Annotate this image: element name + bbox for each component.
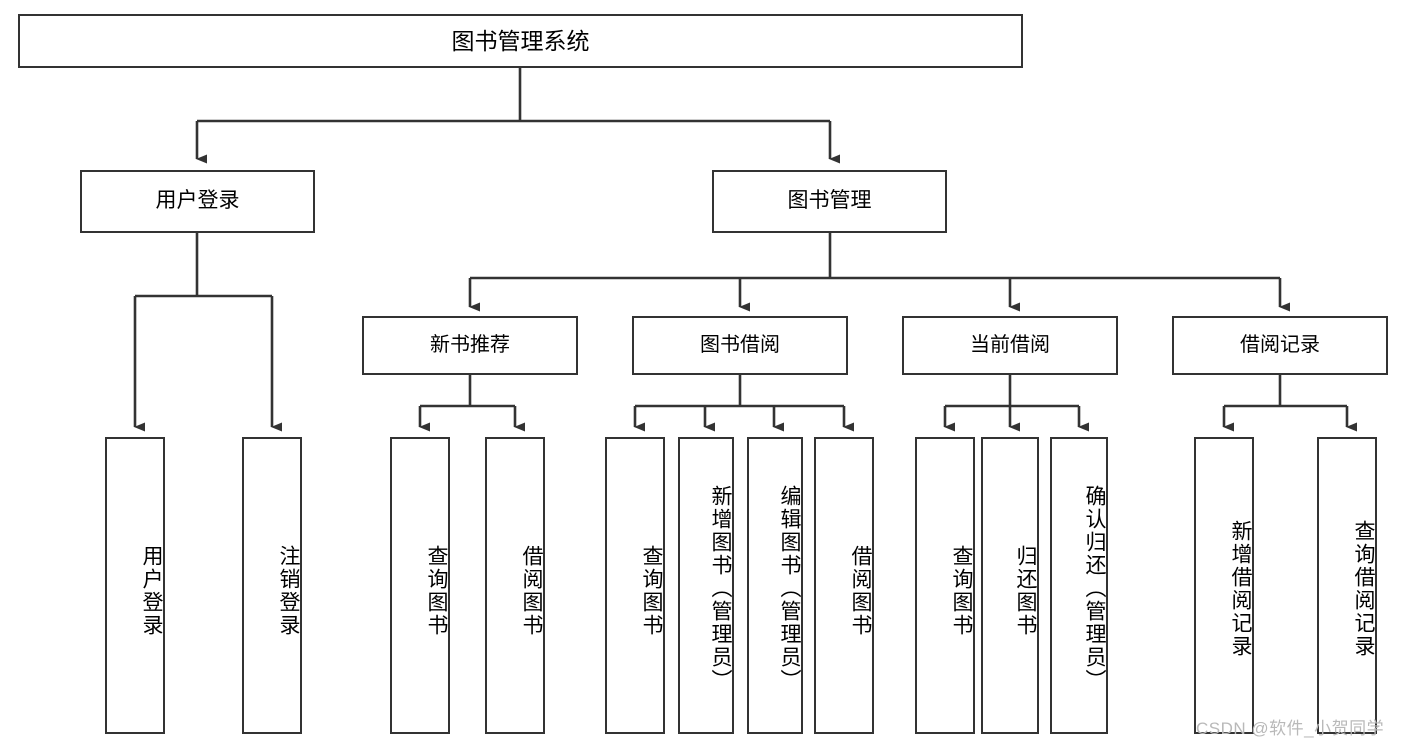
csdn-watermark: CSDN @软件_小贺同学 <box>1196 719 1385 738</box>
node-user-login[interactable]: 用户登录 <box>80 170 315 233</box>
node-book-borrow[interactable]: 图书借阅 <box>632 316 848 375</box>
node-root-book-management-system[interactable]: 图书管理系统 <box>18 14 1023 68</box>
node-label: 用户登录 <box>140 544 163 637</box>
leaf-borrow-book-recommend[interactable]: 借阅图书 <box>485 437 545 734</box>
leaf-user-login[interactable]: 用户登录 <box>105 437 165 734</box>
leaf-confirm-return-admin[interactable]: 确认归还（管理员） <box>1050 437 1108 734</box>
node-label: 查询借阅记录 <box>1352 519 1375 658</box>
node-label: 查询图书 <box>425 544 448 637</box>
leaf-edit-book-admin[interactable]: 编辑图书（管理员） <box>747 437 803 734</box>
leaf-logout[interactable]: 注销登录 <box>242 437 302 734</box>
node-label: 借阅图书 <box>520 544 543 637</box>
node-label: 图书借阅 <box>700 334 780 356</box>
node-label: 编辑图书（管理员） <box>778 485 801 692</box>
node-new-book-recommend[interactable]: 新书推荐 <box>362 316 578 375</box>
node-label: 确认归还（管理员） <box>1083 485 1106 692</box>
node-label: 归还图书 <box>1014 544 1037 637</box>
node-label: 新书推荐 <box>430 334 510 356</box>
node-label: 新增图书（管理员） <box>709 485 732 692</box>
node-label: 新增借阅记录 <box>1229 519 1252 658</box>
node-label: 注销登录 <box>277 544 300 637</box>
leaf-query-book-borrow[interactable]: 查询图书 <box>605 437 665 734</box>
node-label: 借阅图书 <box>849 544 872 637</box>
leaf-add-book-admin[interactable]: 新增图书（管理员） <box>678 437 734 734</box>
node-borrow-record[interactable]: 借阅记录 <box>1172 316 1388 375</box>
node-label: 借阅记录 <box>1240 334 1320 356</box>
leaf-query-book-recommend[interactable]: 查询图书 <box>390 437 450 734</box>
leaf-add-borrow-record[interactable]: 新增借阅记录 <box>1194 437 1254 734</box>
node-current-borrow[interactable]: 当前借阅 <box>902 316 1118 375</box>
node-label: 当前借阅 <box>970 334 1050 356</box>
leaf-query-borrow-record[interactable]: 查询借阅记录 <box>1317 437 1377 734</box>
node-label: 查询图书 <box>950 544 973 637</box>
node-label: 用户登录 <box>155 189 240 213</box>
node-label: 图书管理 <box>787 189 872 213</box>
node-label: 图书管理系统 <box>451 27 590 54</box>
node-book-management[interactable]: 图书管理 <box>712 170 947 233</box>
node-label: 查询图书 <box>640 544 663 637</box>
leaf-return-book[interactable]: 归还图书 <box>981 437 1039 734</box>
leaf-borrow-book[interactable]: 借阅图书 <box>814 437 874 734</box>
leaf-query-book-current[interactable]: 查询图书 <box>915 437 975 734</box>
